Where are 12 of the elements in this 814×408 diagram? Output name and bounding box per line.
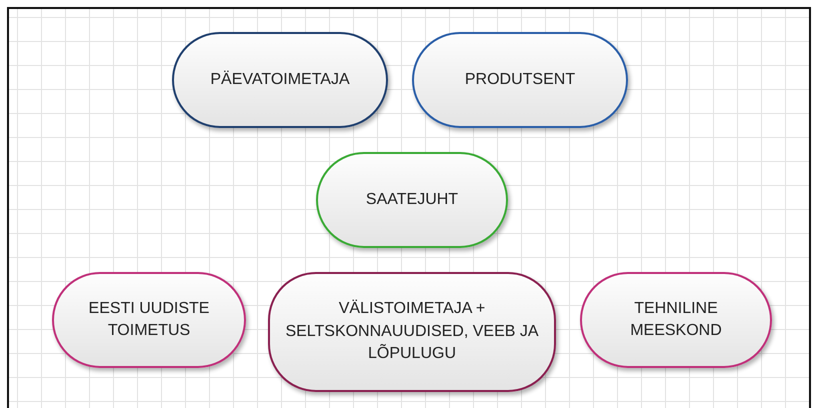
box-label: PÄEVATOIMETAJA — [210, 70, 350, 90]
rounded-box — [52, 272, 246, 368]
box-label: VÄLISTOIMETAJA + SELTSKONNAUUDISED, VEEB JA LÕPULUGU — [284, 298, 540, 364]
rounded-box — [412, 32, 628, 128]
rounded-box — [580, 272, 772, 368]
rounded-box — [172, 32, 388, 128]
rounded-box — [268, 272, 556, 392]
box-label: EESTI UUDISTE TOIMETUS — [88, 298, 210, 341]
box-label: PRODUTSENT — [464, 70, 576, 90]
box-label: TEHNILINE MEESKOND — [629, 298, 723, 341]
rounded-box — [316, 152, 508, 248]
box-label: SAATEJUHT — [366, 190, 458, 210]
